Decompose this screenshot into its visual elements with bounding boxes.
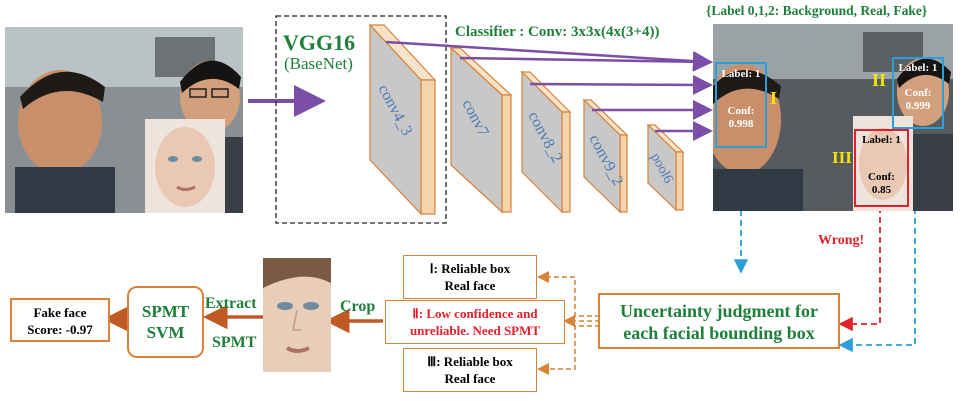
basenet-title: VGG16 (283, 30, 356, 55)
input-photo (5, 27, 243, 213)
detection-iii-conf-label: Conf: (868, 171, 895, 183)
cropped-face (263, 258, 331, 372)
case-ii-line2: unreliable. Need SPMT (409, 323, 541, 338)
detection-box-iii: Label: 1 Conf: 0.85 (854, 129, 909, 207)
spmt-svm-line1: SPMT (141, 302, 190, 321)
case-iii-line2: Real face (444, 371, 496, 386)
output-photo (713, 24, 953, 211)
classifier-arrow-2 (459, 51, 713, 72)
layer-conv4-3 (368, 23, 437, 216)
basenet-subtitle: (BaseNet) (284, 54, 353, 73)
cropped-face-image (263, 258, 331, 372)
classifier-label: Classifier : Conv: 3x3x(4x(3+4)) (455, 24, 660, 40)
input-photo-scene (5, 27, 243, 213)
case-ii-prefix: Ⅱ: (412, 306, 424, 321)
case-ii-line1-row: Ⅱ: Low confidence and (386, 305, 564, 322)
classifier-arrow-3 (529, 74, 713, 95)
case-iii-line1-row: Ⅲ: Reliable box (404, 353, 536, 370)
case-ii-line1: Low confidence and (426, 306, 538, 321)
detection-box-i: Label: 1 Conf: 0.998 (715, 62, 767, 148)
detection-ii-conf-label: Conf: (904, 87, 932, 99)
layer-conv7 (449, 46, 513, 214)
uncertainty-line2: each facial bounding box (623, 323, 815, 343)
case-iii-line1: Reliable box (443, 354, 513, 369)
detection-iii-arrow (838, 207, 881, 332)
uncertainty-line1: Uncertainty judgment for (620, 301, 818, 321)
detection-iii-conf: 0.85 (871, 184, 892, 196)
spmt-svm-line2: SVM (146, 323, 185, 342)
case-i-line1: Reliable box (441, 261, 511, 276)
label-legend: {Label 0,1,2: Background, Real, Fake} (706, 3, 928, 18)
uncertainty-box: Uncertainty judgment for each facial bou… (598, 293, 840, 349)
case-box-i: Ⅰ: Reliable box Real face (403, 255, 537, 299)
detection-i-label: Label: 1 (721, 68, 761, 80)
detection-i-conf-label: Conf: (727, 105, 755, 117)
to-case-i-arrow (537, 271, 600, 317)
wrong-label: Wrong! (818, 233, 865, 248)
detection-i-roman: I (770, 88, 778, 108)
detection-iii-roman: III (832, 148, 852, 167)
case-i-prefix: Ⅰ: (429, 261, 438, 276)
detection-ii-label: Label: 1 (898, 62, 938, 74)
detection-ii-roman: II (872, 70, 887, 90)
detection-iii-label: Label: 1 (862, 134, 901, 146)
basenet-dashed-box (275, 15, 447, 224)
spmt-label: SPMT (212, 334, 257, 351)
detection-ii-conf: 0.999 (905, 100, 931, 112)
case-i-line2: Real face (444, 278, 496, 293)
result-line1: Fake face (33, 305, 87, 320)
spmt-svm-box: SPMT SVM (127, 286, 204, 358)
layer-conv8-2 (520, 70, 572, 214)
result-line2: Score: -0.97 (27, 322, 93, 337)
detection-i-conf: 0.998 (728, 118, 754, 130)
detection-box-ii: Label: 1 Conf: 0.999 (892, 57, 944, 129)
case-box-ii: Ⅱ: Low confidence and unreliable. Need S… (385, 300, 565, 344)
case-box-iii: Ⅲ: Reliable box Real face (403, 348, 537, 392)
classifier-arrow-1 (385, 40, 713, 72)
result-box: Fake face Score: -0.97 (10, 298, 110, 342)
extract-label: Extract (205, 295, 257, 312)
case-iii-prefix: Ⅲ: (427, 354, 441, 369)
to-case-iii-arrow (537, 325, 600, 375)
crop-label: Crop (340, 298, 376, 315)
output-photo-scene (713, 24, 953, 211)
case-i-line1-row: Ⅰ: Reliable box (404, 260, 536, 277)
